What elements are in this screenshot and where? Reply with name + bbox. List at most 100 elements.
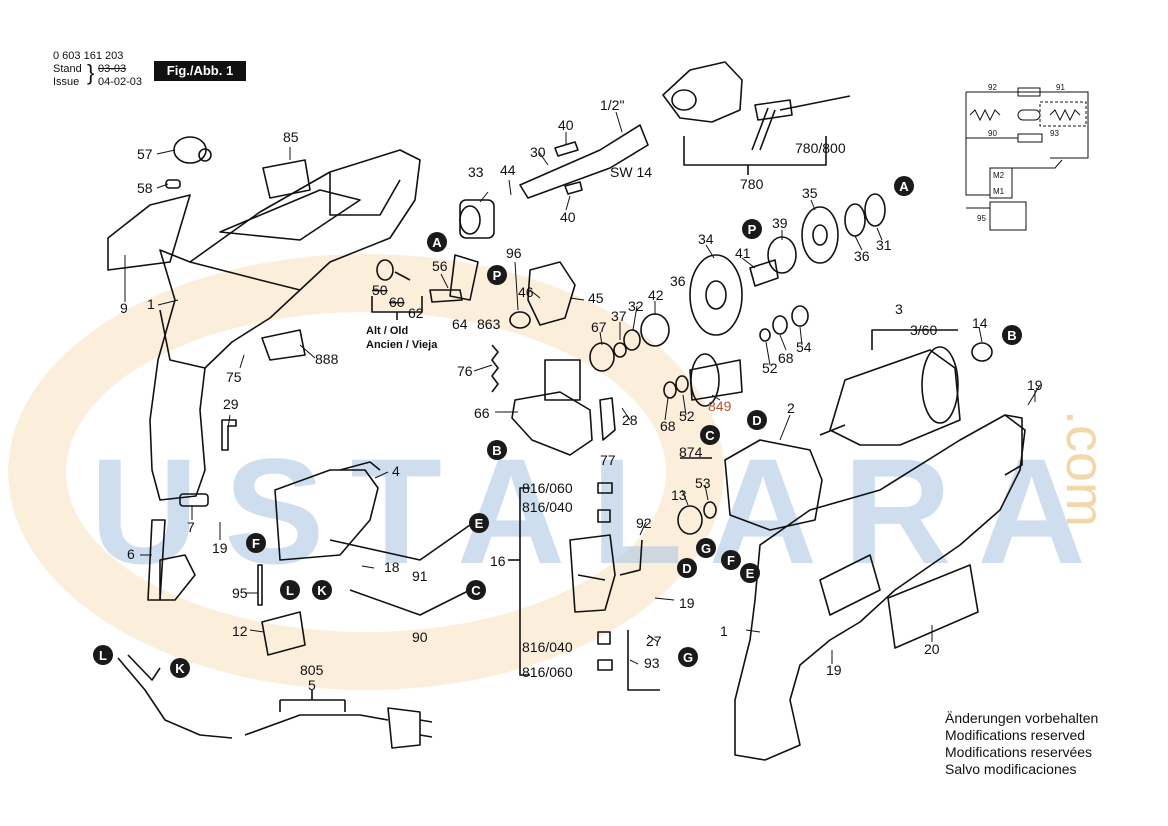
label-29: 29: [223, 396, 239, 412]
part-number: 0 603 161 203: [53, 50, 124, 62]
callout-k-1: K: [312, 580, 332, 600]
svg-text:L: L: [99, 648, 107, 663]
stand-value: 03-03: [98, 63, 127, 75]
label-12: 12: [232, 623, 248, 639]
bearing-flange: [511, 391, 593, 456]
figure-label: Fig./Abb. 1: [154, 61, 246, 81]
callout-b-1: B: [487, 440, 507, 460]
svg-text:92: 92: [988, 83, 997, 92]
label-3-60: 3/60: [910, 322, 937, 338]
label-780: 780: [740, 176, 764, 192]
wiring-schematic: [965, 87, 1089, 231]
svg-text:C: C: [705, 428, 715, 443]
svg-text:L: L: [286, 583, 294, 598]
brush-holder: [569, 534, 616, 613]
label-64: 64: [452, 316, 468, 332]
label-2: 2: [787, 400, 795, 416]
label-5: 5: [308, 677, 316, 693]
svg-text:95: 95: [977, 214, 986, 223]
svg-text:G: G: [683, 650, 693, 665]
label-68-b: 68: [778, 350, 794, 366]
power-cord: [244, 714, 389, 736]
label-816-060-b: 816/060: [522, 664, 573, 680]
label-90: 90: [412, 629, 428, 645]
callout-p-1: P: [487, 265, 507, 285]
note-en: Modifications reserved: [945, 727, 1086, 743]
label-77: 77: [600, 452, 616, 468]
label-30: 30: [530, 144, 546, 160]
label-54: 54: [796, 339, 812, 355]
label-27: 27: [646, 633, 662, 649]
label-9: 9: [120, 300, 128, 316]
svg-text:B: B: [1007, 328, 1016, 343]
label-67: 67: [591, 319, 607, 335]
svg-text:E: E: [475, 516, 484, 531]
svg-text:A: A: [899, 179, 909, 194]
note-fr: Modifications reservées: [945, 744, 1093, 760]
label-816-040-a: 816/040: [522, 499, 573, 515]
label-14: 14: [972, 315, 988, 331]
label-19-d: 19: [826, 662, 842, 678]
label-76: 76: [457, 363, 473, 379]
switch: [274, 469, 379, 561]
callout-k-2: K: [170, 658, 190, 678]
label-849: 849: [708, 398, 732, 414]
label-68-a: 68: [660, 418, 676, 434]
svg-text:M1: M1: [993, 187, 1005, 196]
label-31: 31: [876, 237, 892, 253]
label-42: 42: [648, 287, 664, 303]
label-45: 45: [588, 290, 604, 306]
svg-text:E: E: [746, 566, 755, 581]
label-52-b: 52: [762, 360, 778, 376]
svg-text:D: D: [682, 561, 691, 576]
callout-a-2: A: [894, 176, 914, 196]
label-53: 53: [695, 475, 711, 491]
drill-chuck: [662, 61, 743, 123]
svg-text:A: A: [432, 235, 442, 250]
label-60: 60: [389, 294, 405, 310]
callout-l-2: L: [93, 645, 113, 665]
modification-notes: Änderungen vorbehalten Modifications res…: [945, 710, 1098, 778]
note-es: Salvo modificaciones: [945, 761, 1077, 777]
label-36-a: 36: [854, 248, 870, 264]
label-874: 874: [679, 444, 703, 460]
label-40-a: 40: [558, 117, 574, 133]
callout-e-2: E: [740, 563, 760, 583]
callout-c-1: C: [700, 425, 720, 445]
issue-value: 04-02-03: [98, 76, 143, 88]
label-19-b: 19: [1027, 377, 1043, 393]
label-96: 96: [506, 245, 522, 261]
label-35: 35: [802, 185, 818, 201]
label-816-060-a: 816/060: [522, 480, 573, 496]
label-18: 18: [384, 559, 400, 575]
label-66: 66: [474, 405, 490, 421]
label-805: 805: [300, 662, 324, 678]
svg-text:C: C: [471, 583, 481, 598]
callout-f-2: F: [721, 550, 741, 570]
label-40-b: 40: [560, 209, 576, 225]
callout-l-1: L: [280, 580, 300, 600]
label-39: 39: [772, 215, 788, 231]
label-62: 62: [408, 305, 424, 321]
label-75: 75: [226, 369, 242, 385]
svg-text:F: F: [252, 536, 260, 551]
old-parts-line1: Alt / Old: [366, 325, 408, 337]
label-41: 41: [735, 245, 751, 261]
label-20: 20: [924, 641, 940, 657]
housing-right: [734, 414, 1026, 761]
label-816-040-b: 816/040: [522, 639, 573, 655]
watermark-brand: USTALARA: [90, 427, 1112, 595]
svg-text:K: K: [175, 661, 185, 676]
label-58: 58: [137, 180, 153, 196]
label-19-a: 19: [212, 540, 228, 556]
label-37: 37: [611, 308, 627, 324]
label-85: 85: [283, 129, 299, 145]
label-3: 3: [895, 301, 903, 317]
stand-label: Stand: [53, 63, 82, 75]
label-16: 16: [490, 553, 506, 569]
label-92: 92: [636, 515, 652, 531]
note-de: Änderungen vorbehalten: [945, 710, 1099, 726]
svg-text:91: 91: [1056, 83, 1065, 92]
label-1: 1: [147, 296, 155, 312]
